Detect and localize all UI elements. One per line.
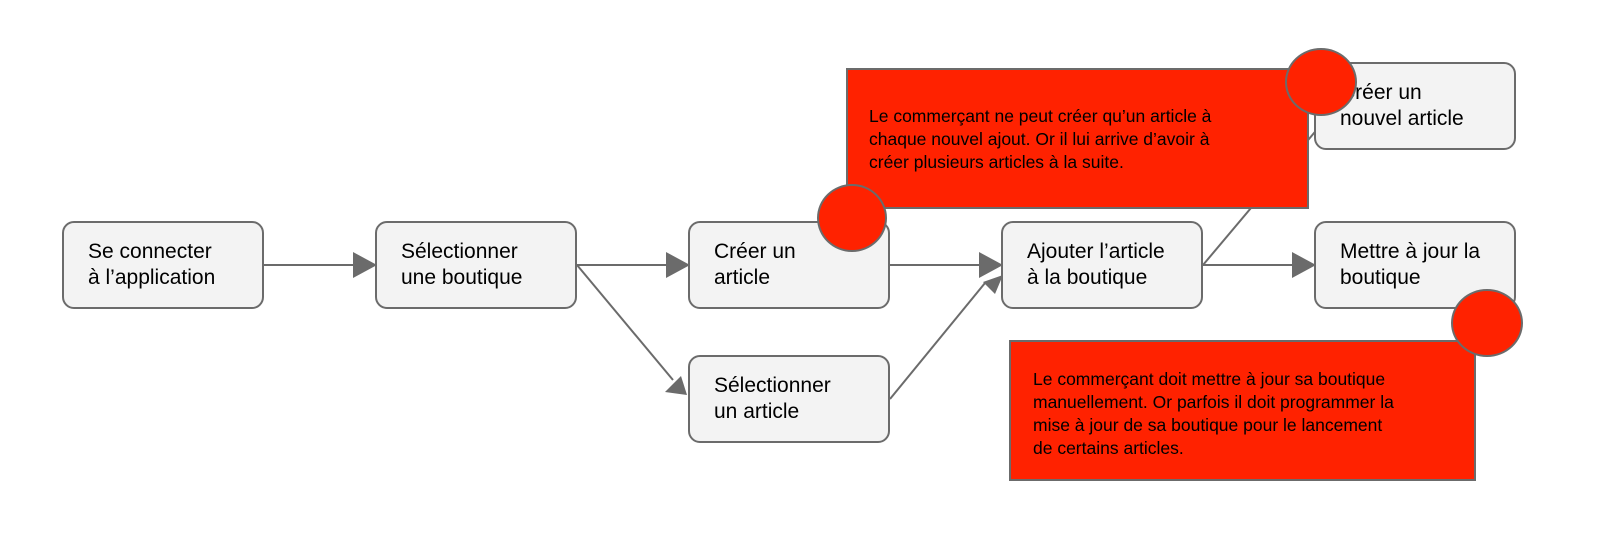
arrowhead-select-to-add — [983, 275, 1003, 294]
edge-shop-to-select — [576, 264, 674, 381]
note-line: créer plusieurs articles à la suite. — [869, 152, 1124, 172]
node-connect-line1: Se connecter — [88, 240, 212, 263]
pain-point-note-single-article: Le commerçant ne peut créer qu’un articl… — [846, 68, 1309, 209]
node-new-article-line2: nouvel article — [1340, 107, 1464, 130]
arrowhead-connect-to-shop — [353, 252, 377, 278]
node-update-shop-line1: Mettre à jour la — [1340, 240, 1481, 263]
arrowhead-shop-to-create — [666, 252, 690, 278]
node-select-shop: Sélectionner une boutique — [375, 221, 577, 309]
arrowhead-shop-to-select — [665, 376, 687, 395]
pain-point-marker — [1451, 289, 1523, 357]
node-connect-line2: à l’application — [88, 266, 216, 289]
note-line: Le commerçant doit mettre à jour sa bout… — [1033, 369, 1386, 389]
node-new-article-line1: Créer un — [1340, 81, 1422, 104]
arrowhead-add-to-update — [1292, 252, 1316, 278]
node-add-article-line2: à la boutique — [1027, 266, 1148, 289]
arrowhead-create-to-add — [979, 252, 1003, 278]
node-add-article: Ajouter l’article à la boutique — [1001, 221, 1203, 309]
node-connect: Se connecter à l’application — [62, 221, 264, 309]
note-line: de certains articles. — [1033, 438, 1184, 458]
note-line: Le commerçant ne peut créer qu’un articl… — [869, 106, 1212, 126]
note-line: mise à jour de sa boutique pour le lance… — [1033, 415, 1383, 435]
pain-point-marker — [817, 184, 887, 252]
pain-point-note-manual-update: Le commerçant doit mettre à jour sa bout… — [1009, 340, 1476, 481]
pain-point-marker — [1285, 48, 1357, 116]
node-add-article-line1: Ajouter l’article — [1027, 240, 1165, 263]
edge-select-to-add — [889, 282, 986, 400]
node-select-shop-line1: Sélectionner — [401, 240, 518, 263]
node-update-shop-line2: boutique — [1340, 266, 1421, 289]
note-line: chaque nouvel ajout. Or il lui arrive d’… — [869, 129, 1210, 149]
node-select-article-line1: Sélectionner — [714, 374, 831, 397]
note-line: manuellement. Or parfois il doit program… — [1033, 392, 1394, 412]
node-select-shop-line2: une boutique — [401, 266, 523, 289]
node-create-article-line1: Créer un — [714, 240, 796, 263]
node-select-article: Sélectionner un article — [688, 355, 890, 443]
node-create-article-line2: article — [714, 266, 771, 289]
node-select-article-line2: un article — [714, 400, 800, 423]
node-new-article: Créer un nouvel article — [1314, 62, 1516, 150]
